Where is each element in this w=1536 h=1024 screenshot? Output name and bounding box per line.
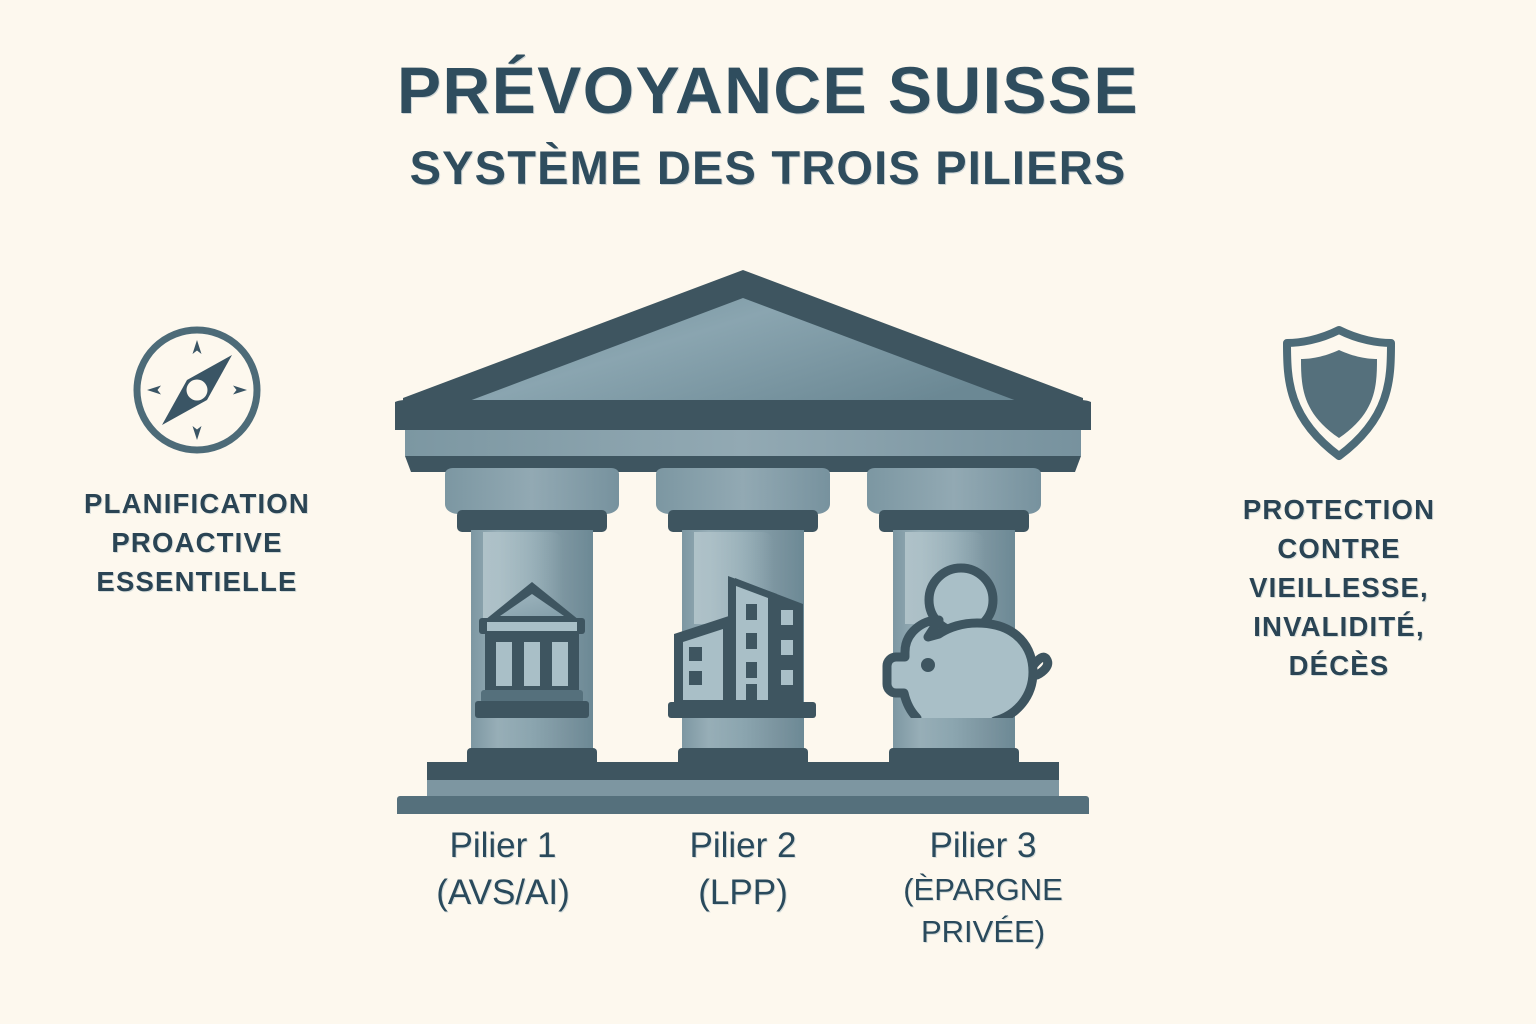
pillar-1-name: Pilier 1: [449, 826, 557, 865]
compass-icon: [133, 326, 261, 454]
greek-temple-illustration: [395, 270, 1091, 814]
pillar-3-caption: Pilier 3 (ÈPARGNE PRIVÉE): [863, 822, 1103, 953]
office-buildings-icon: [668, 576, 816, 718]
right-panel-line-2: CONTRE: [1277, 533, 1401, 565]
pillar-captions: Pilier 1 (AVS/AI) Pilier 2 (LPP) Pilier …: [383, 822, 1103, 992]
pillar-3-detail: (ÈPARGNE: [903, 872, 1063, 908]
pillar-1: [445, 468, 619, 788]
page-subtitle: SYSTÈME DES TROIS PILIERS: [409, 141, 1127, 195]
header: PRÉVOYANCE SUISSE SYSTÈME DES TROIS PILI…: [0, 53, 1536, 195]
right-panel-text: PROTECTION CONTRE VIEILLESSE, INVALIDITÉ…: [1174, 490, 1504, 685]
pillar-2-caption: Pilier 2 (LPP): [623, 822, 863, 917]
left-panel-line-1: PLANIFICATION: [84, 488, 310, 519]
piggy-bank-icon: [882, 563, 1053, 742]
right-panel-line-1: PROTECTION: [1242, 494, 1436, 525]
pillar-2: [656, 468, 830, 788]
right-panel-line-4: INVALIDITÉ,: [1253, 611, 1425, 643]
right-panel: PROTECTION CONTRE VIEILLESSE, INVALIDITÉ…: [1174, 322, 1504, 685]
temple-entablature: [395, 400, 1091, 472]
bank-building-icon: [475, 582, 589, 718]
page-title: PRÉVOYANCE SUISSE: [397, 53, 1139, 127]
left-panel: PLANIFICATION PROACTIVE ESSENTIELLE: [32, 322, 362, 601]
left-panel-line-3: ESSENTIELLE: [96, 566, 298, 598]
temple-base: [397, 762, 1089, 814]
right-panel-line-3: VIEILLESSE,: [1249, 572, 1429, 604]
pillar-2-name: Pilier 2: [689, 826, 797, 865]
shield-icon: [1283, 326, 1395, 460]
pillar-3-name: Pilier 3: [929, 826, 1037, 865]
left-panel-line-2: PROACTIVE: [111, 527, 283, 559]
left-panel-text: PLANIFICATION PROACTIVE ESSENTIELLE: [32, 484, 362, 601]
pillar-1-caption: Pilier 1 (AVS/AI): [383, 822, 623, 917]
pillar-3: [867, 468, 1053, 788]
pillar-1-detail: (AVS/AI): [436, 873, 570, 913]
pillar-2-detail: (LPP): [698, 873, 788, 913]
right-panel-line-5: DÉCÈS: [1288, 650, 1390, 682]
pillar-3-detail-2: PRIVÉE): [920, 914, 1046, 950]
